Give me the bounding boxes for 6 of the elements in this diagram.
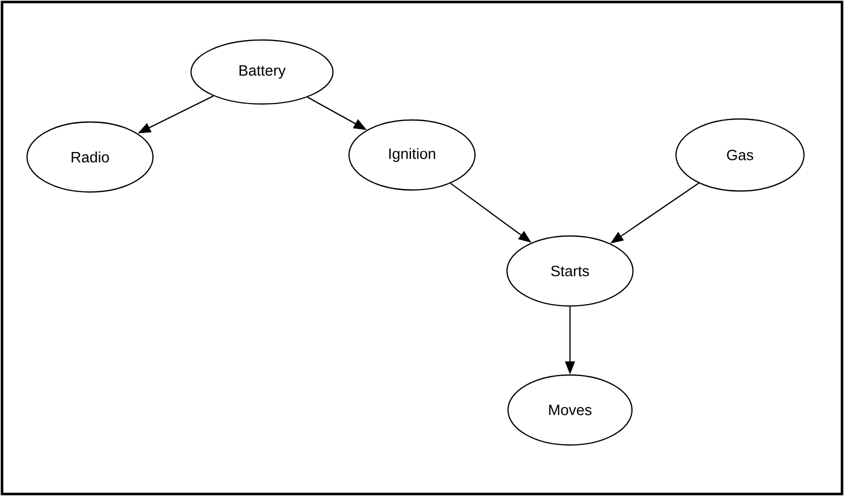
ellipse-node: Battery [190, 39, 334, 105]
ellipse-node: Gas [675, 118, 805, 192]
ellipse-node: Moves [507, 374, 633, 446]
ellipse-node: Radio [26, 121, 154, 193]
ellipse-node: Starts [506, 235, 634, 307]
ellipse-node: Ignition [348, 119, 476, 191]
